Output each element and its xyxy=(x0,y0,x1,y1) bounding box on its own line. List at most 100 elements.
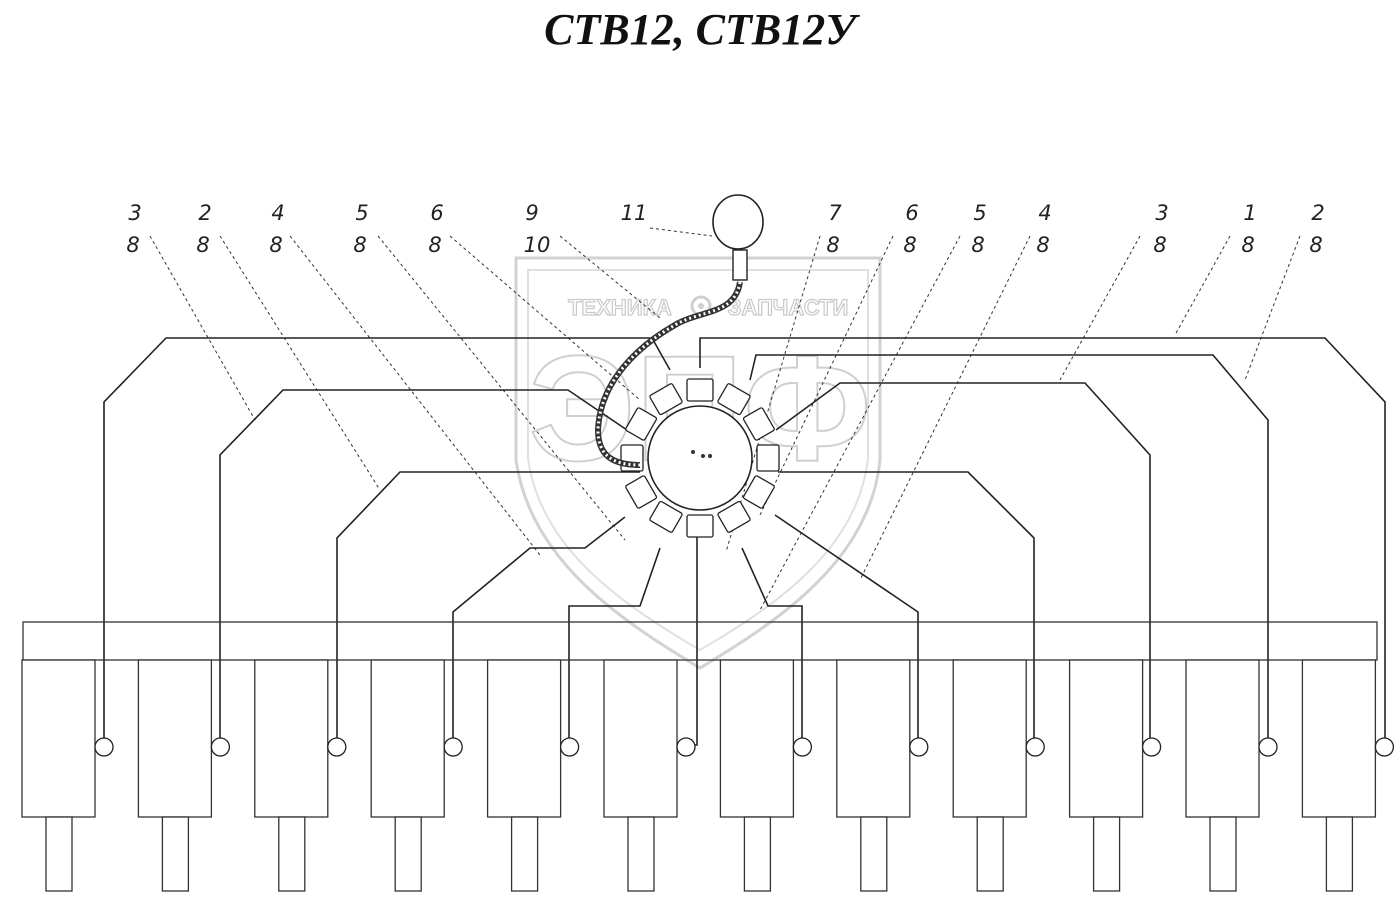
callout-number: 11 xyxy=(621,201,648,225)
callout-label: 78 xyxy=(826,201,842,257)
distributor-outlet xyxy=(625,407,658,441)
hose-line xyxy=(775,382,1151,745)
distributor-mark xyxy=(691,450,695,454)
coulter-body xyxy=(486,659,562,818)
distributor-mark xyxy=(708,454,712,458)
coulter-units xyxy=(21,659,1395,892)
coulter-body xyxy=(1185,659,1260,818)
callout-number: 6 xyxy=(430,201,443,225)
callout-number: 2 xyxy=(1311,201,1324,225)
coulter-stem xyxy=(510,816,539,892)
coulter-stem xyxy=(1092,816,1121,892)
hose-port xyxy=(559,737,580,757)
distributor-mark xyxy=(701,454,705,458)
callout-number: 3 xyxy=(1155,201,1168,225)
hose-port xyxy=(1374,737,1395,757)
coulter-stem xyxy=(1325,816,1354,892)
hose-line xyxy=(336,471,640,745)
callout-number: 3 xyxy=(128,201,141,225)
coulter-stem xyxy=(278,816,306,892)
coulter-body xyxy=(719,659,795,818)
callout-number: 5 xyxy=(355,201,368,225)
hose-line xyxy=(741,547,803,745)
coulter-body xyxy=(1068,659,1144,818)
callout-number: 2 xyxy=(198,201,211,225)
callout-quantity: 10 xyxy=(524,233,551,257)
coulter-stem xyxy=(1209,816,1237,892)
coulter-stem xyxy=(860,816,888,892)
distributor-outlet xyxy=(717,383,751,416)
hose-port xyxy=(210,737,231,757)
callout-quantity: 8 xyxy=(903,233,916,257)
hose-line xyxy=(749,354,1269,745)
hose-port xyxy=(327,737,347,757)
callout-label: 58 xyxy=(353,201,368,257)
coulter-unit xyxy=(1185,659,1278,892)
coulter-body xyxy=(836,659,911,818)
coulter-unit xyxy=(1068,659,1162,892)
coulter-stem xyxy=(627,816,655,892)
coulter-unit xyxy=(486,659,580,892)
callout-label: 28 xyxy=(1309,201,1324,257)
distributor-outlet xyxy=(625,475,658,509)
coulter-unit xyxy=(719,659,813,892)
callout-quantity: 8 xyxy=(1309,233,1322,257)
coulter-unit xyxy=(836,659,929,892)
coulter-stem xyxy=(394,816,422,892)
coulter-body xyxy=(952,659,1027,818)
hose-port xyxy=(676,737,696,757)
callout-number: 1 xyxy=(1243,201,1256,225)
hose-line xyxy=(778,471,1035,745)
distributor-outlet xyxy=(742,407,775,441)
hose-port xyxy=(1258,737,1278,757)
coulter-body xyxy=(370,659,445,818)
hose-line xyxy=(568,547,661,745)
hose-line xyxy=(452,516,626,745)
coulter-body xyxy=(21,659,96,818)
coulter-stem xyxy=(161,816,190,892)
diagram-title: СТВ12, СТВ12У xyxy=(544,5,856,54)
coulter-body xyxy=(1301,659,1377,818)
hose-port xyxy=(792,737,813,757)
hose-port xyxy=(1141,737,1162,757)
distributor-outlet xyxy=(686,514,714,538)
coulter-stem xyxy=(743,816,772,892)
frame-bar xyxy=(22,621,1378,661)
coulter-unit xyxy=(254,659,347,892)
callout-quantity: 8 xyxy=(196,233,209,257)
distributor-outlet xyxy=(686,378,714,402)
callout-label: 48 xyxy=(269,201,284,257)
distributor-outlet xyxy=(649,383,683,416)
callout-quantity: 8 xyxy=(353,233,366,257)
callout-number: 6 xyxy=(905,201,918,225)
hose-port xyxy=(94,737,114,757)
coulter-stem xyxy=(45,816,73,892)
coulter-unit xyxy=(137,659,231,892)
distributor-outlet xyxy=(742,475,775,509)
watermark-right-text: ЗАПЧАСТИ xyxy=(728,295,849,320)
callout-quantity: 8 xyxy=(126,233,139,257)
callout-number: 5 xyxy=(973,201,986,225)
callout-label: 38 xyxy=(1153,201,1168,257)
callout-label: 38 xyxy=(126,201,141,257)
coulter-unit xyxy=(603,659,696,892)
callout-label: 48 xyxy=(1036,201,1051,257)
coulter-unit xyxy=(1301,659,1395,892)
callout-quantity: 8 xyxy=(269,233,282,257)
callout-number: 7 xyxy=(828,201,842,225)
watermark-shield xyxy=(514,256,882,670)
hose-port xyxy=(1025,737,1045,757)
callout-label: 18 xyxy=(1241,201,1256,257)
sensor-assembly xyxy=(594,194,764,468)
sensor-bulb xyxy=(712,194,764,250)
watermark-shield-inner xyxy=(527,269,869,652)
callout-label: 28 xyxy=(196,201,211,257)
callout-number: 9 xyxy=(525,201,538,225)
callout-number: 4 xyxy=(1038,201,1051,225)
coulter-unit xyxy=(952,659,1045,892)
hose-line xyxy=(219,389,628,745)
sensor-neck xyxy=(732,249,748,281)
hose-line xyxy=(103,337,671,745)
hose-line xyxy=(699,337,1386,745)
leader-lines xyxy=(149,227,1301,611)
